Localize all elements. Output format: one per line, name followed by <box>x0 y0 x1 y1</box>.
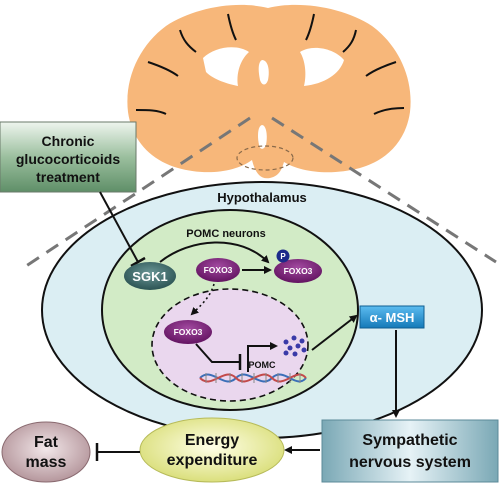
chronic-treatment-line-1: Chronic <box>42 133 95 149</box>
fat-mass-line-1: Fat <box>34 434 59 451</box>
pomc-neurons-label: POMC neurons <box>186 228 265 240</box>
inhibition-treatment-sgk1 <box>99 191 139 263</box>
foxo3-inhibits-pomc-line <box>195 343 240 363</box>
chronic-treatment-box <box>0 121 137 193</box>
sympathetic-line-1: Sympathetic <box>362 432 457 449</box>
transcription-start-arrow <box>247 342 278 372</box>
pomc-peptide-dots <box>283 335 307 357</box>
sgk1-node <box>124 262 176 290</box>
chronic-treatment-line-2: glucocorticoids <box>16 151 120 167</box>
hypothalamus-label: Hypothalamus <box>217 190 307 205</box>
inhibition-bar-sgk1 <box>130 256 146 268</box>
phosphate-label: P <box>280 252 286 261</box>
chronic-treatment-line-3: treatment <box>36 169 100 185</box>
foxo3-phospho-node <box>274 259 322 283</box>
fat-mass-line-2: mass <box>26 454 67 471</box>
fat-mass-node <box>1 421 91 483</box>
sgk1-to-pfoxo3-arrow <box>159 241 270 264</box>
energy-expenditure-node <box>139 417 285 483</box>
pomc-gene-label: POMC <box>249 360 277 370</box>
alpha-msh-label: α- MSH <box>370 310 415 325</box>
foxo3-cytoplasm-label: FOXO3 <box>204 265 233 275</box>
energy-line-2: expenditure <box>167 452 258 469</box>
brain-section <box>127 4 411 179</box>
foxo3-nucleus-label: FOXO3 <box>174 327 203 337</box>
dna-helix <box>199 373 307 383</box>
foxo3-cytoplasm-node <box>196 258 240 282</box>
energy-line-1: Energy <box>185 432 239 449</box>
nucleus-region <box>151 288 309 402</box>
foxo3-phospho-label: FOXO3 <box>284 266 313 276</box>
alpha-msh-box <box>359 305 425 329</box>
pomc-to-msh-arrow <box>311 314 358 351</box>
sympathetic-box <box>321 419 499 483</box>
foxo3-nucleus-node <box>164 320 212 344</box>
sgk1-label: SGK1 <box>132 269 167 284</box>
phosphate-badge <box>276 249 290 263</box>
sympathetic-line-2: nervous system <box>349 454 471 471</box>
